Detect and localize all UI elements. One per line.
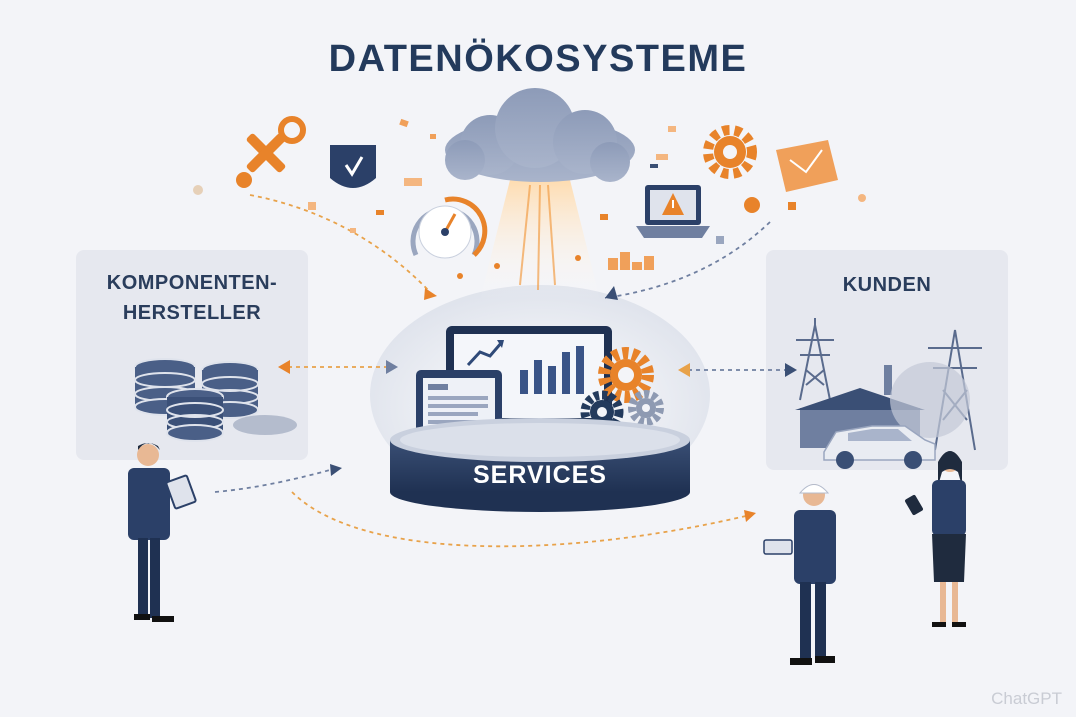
services-label: SERVICES — [473, 461, 607, 489]
watermark: ChatGPT — [991, 689, 1062, 708]
map-icon — [776, 140, 838, 192]
component-manufacturer-label-line1: KOMPONENTEN- — [106, 272, 278, 294]
power-pylon-icon — [796, 318, 834, 401]
confetti — [193, 118, 866, 279]
gear-icon — [703, 125, 757, 179]
connector-line — [604, 221, 771, 299]
arrowheads — [278, 286, 797, 522]
component-manufacturer-label: KOMPONENTEN- HERSTELLER — [76, 268, 308, 328]
gear-icon — [598, 347, 654, 403]
person-icon — [905, 451, 966, 627]
shield-icon — [330, 145, 376, 188]
chart-blocks-icon — [608, 252, 654, 270]
connector-line — [214, 469, 331, 493]
document-tablet-icon — [416, 370, 502, 436]
connector-line — [249, 194, 431, 293]
person-icon — [763, 484, 836, 665]
services-platform — [390, 418, 690, 512]
gauge-icon — [410, 196, 488, 259]
person-icon — [128, 443, 197, 622]
light-beam — [480, 180, 600, 300]
customer-label: KUNDEN — [842, 274, 932, 296]
wrench-icon — [236, 116, 306, 188]
gear-icon — [628, 390, 664, 426]
laptop-warning-icon — [636, 185, 710, 238]
component-manufacturer-label-line2: HERSTELLER — [122, 302, 262, 324]
cloud-icon — [445, 88, 635, 182]
car-icon — [823, 425, 936, 469]
database-icon — [134, 358, 297, 442]
diagram-title: DATENÖKOSYSTEME — [328, 38, 748, 80]
connector-line — [291, 491, 751, 548]
